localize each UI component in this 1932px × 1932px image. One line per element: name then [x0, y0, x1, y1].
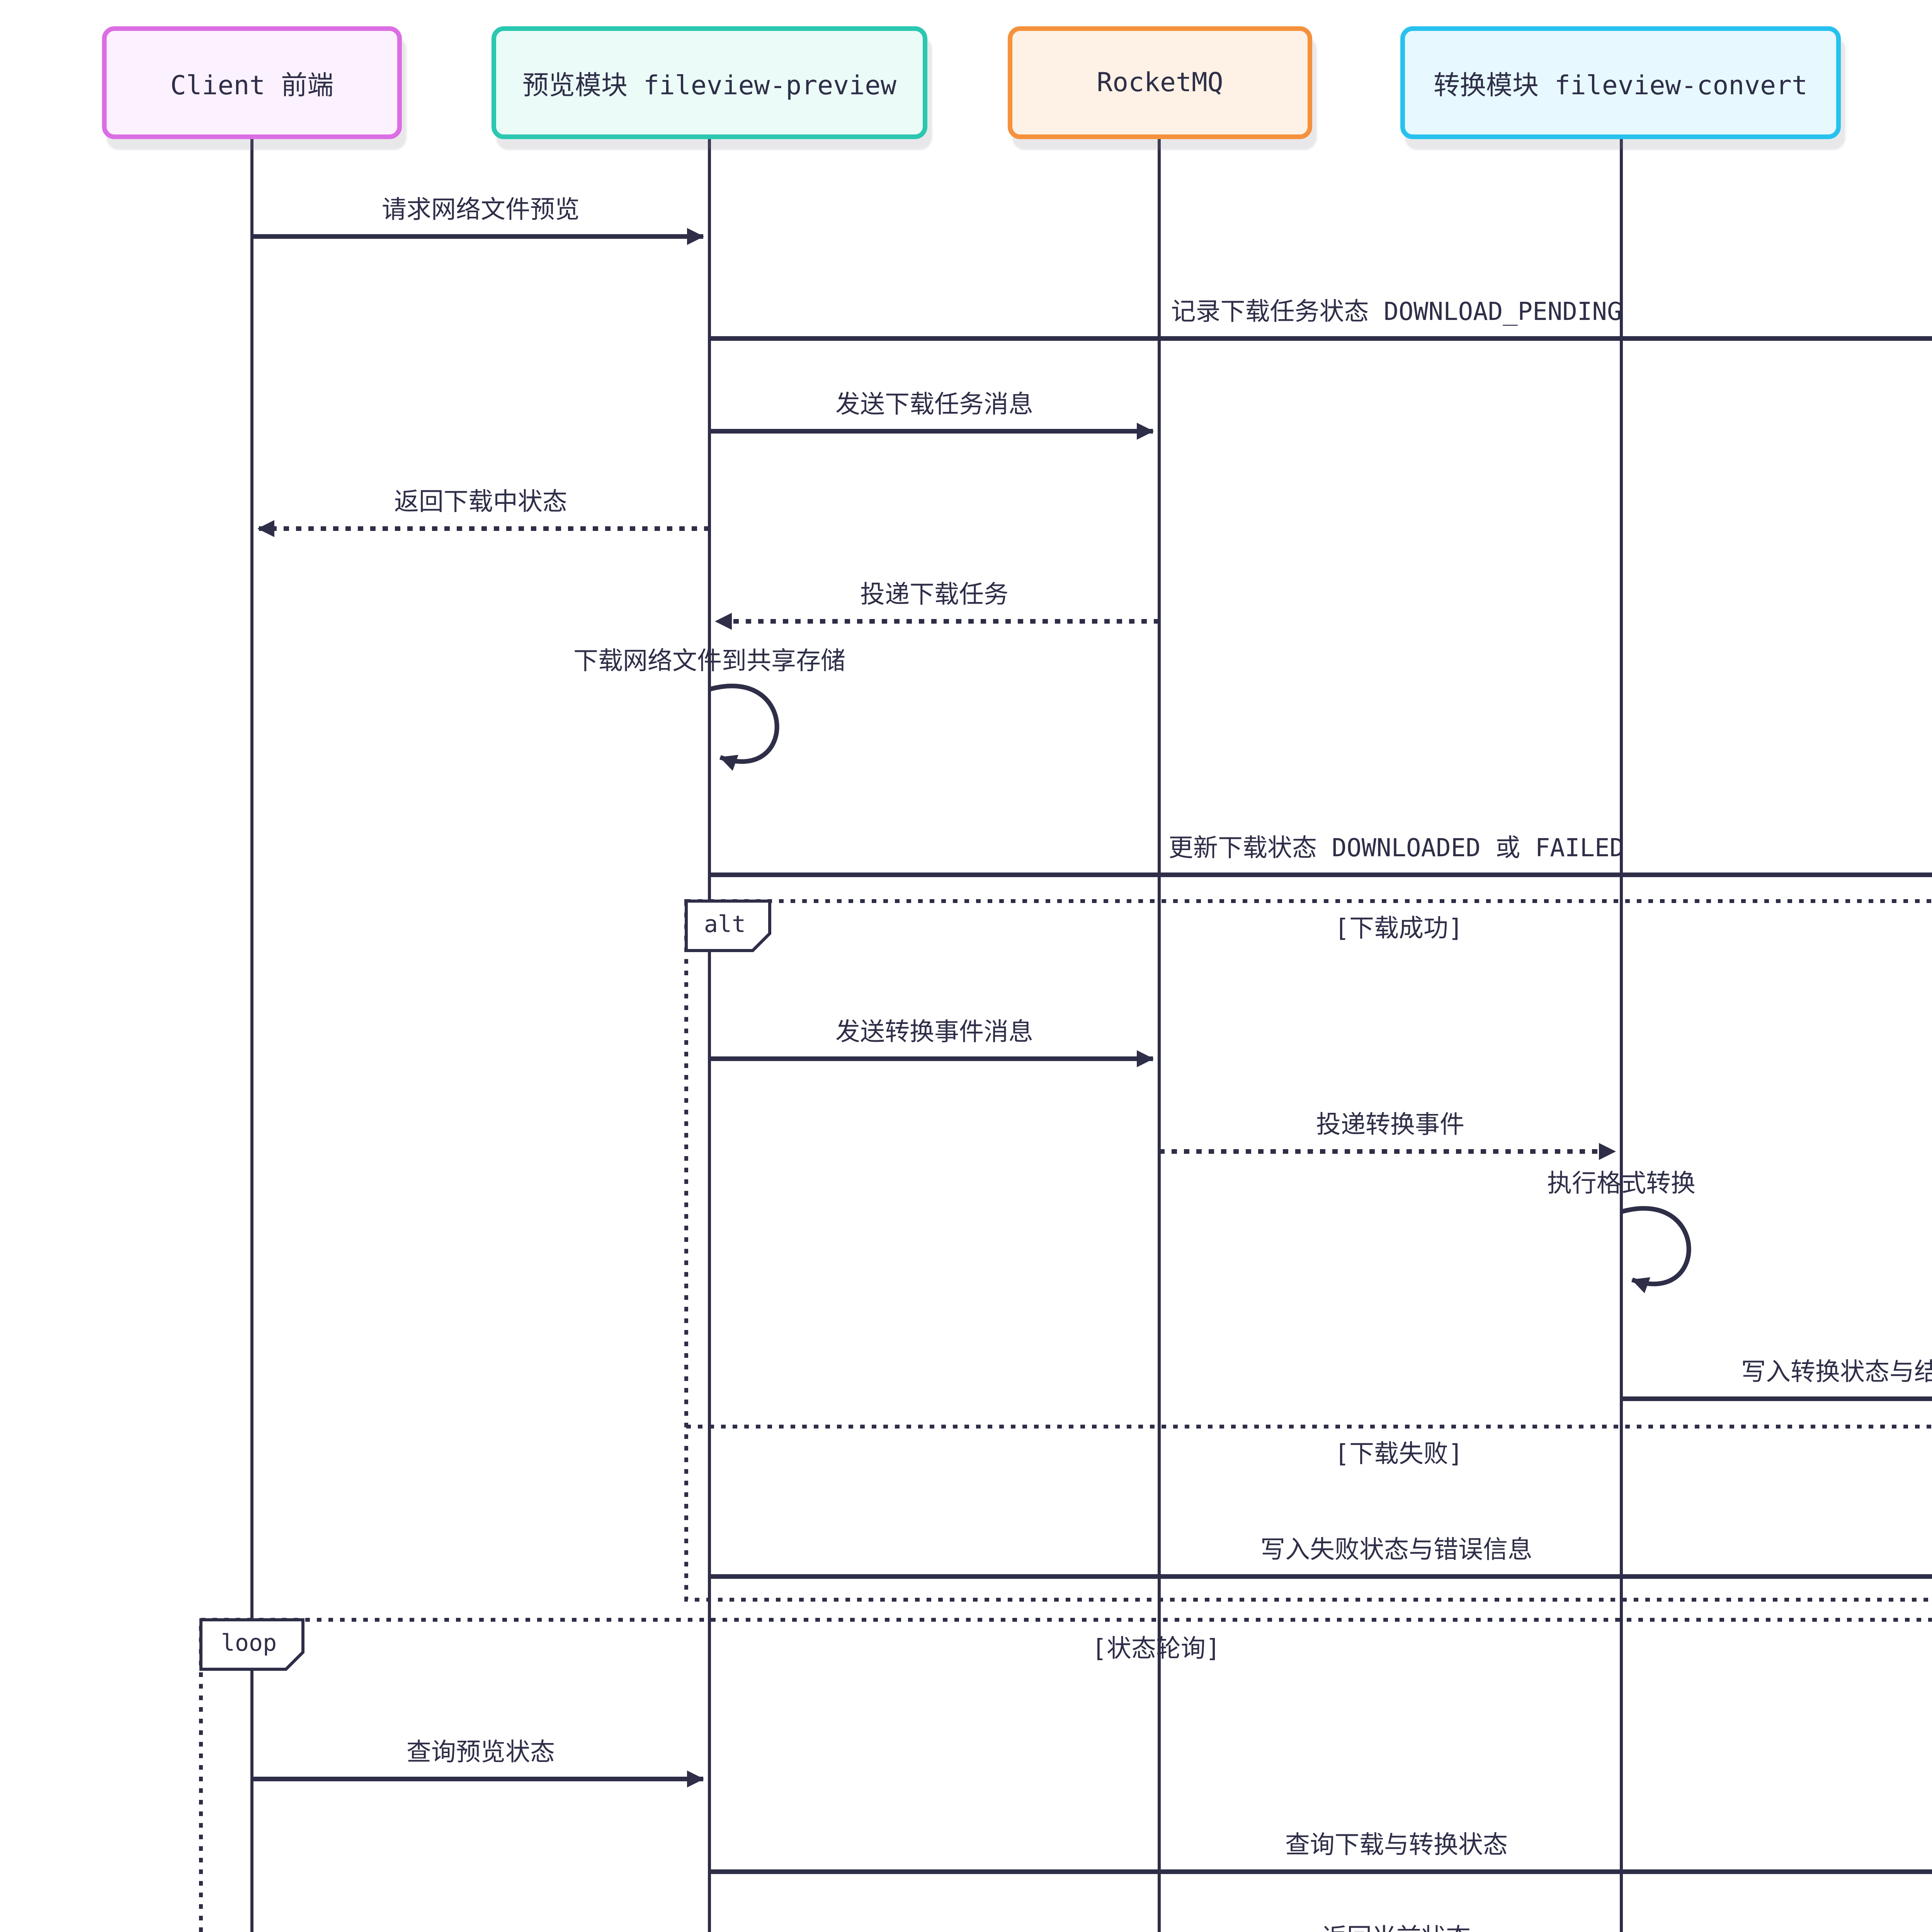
frame-tag-alt-download	[685, 900, 771, 952]
message-label-deliver-download: 投递下载任务	[860, 580, 1009, 609]
message-label-query-preview-status: 查询预览状态	[406, 1737, 555, 1767]
message-label-write-convert-result: 写入转换状态与结果	[1741, 1357, 1932, 1386]
message-label-record-pending: 记录下载任务状态 DOWNLOAD_PENDING	[1171, 297, 1622, 326]
frame-alt-download	[684, 899, 1932, 1602]
frame-tag-loop	[199, 1618, 304, 1671]
message-label-send-convert-event: 发送转换事件消息	[835, 1017, 1033, 1046]
selfloop-download-file	[709, 684, 779, 771]
message-label-update-download: 更新下载状态 DOWNLOADED 或 FAILED	[1168, 833, 1625, 862]
condition-download-failed: [下载失败]	[1334, 1439, 1463, 1468]
message-label-return-downloading: 返回下载中状态	[394, 487, 567, 516]
message-label-write-fail-info: 写入失败状态与错误信息	[1260, 1535, 1532, 1564]
message-label-deliver-convert: 投递转换事件	[1316, 1110, 1464, 1139]
participant-preview-top: 预览模块 fileview-preview	[492, 26, 927, 139]
message-label-send-download-task: 发送下载任务消息	[835, 389, 1033, 419]
frame-tag-label-alt-download: alt	[704, 910, 746, 938]
condition-download-success: [下载成功]	[1334, 913, 1463, 943]
frame-tag-label-loop: loop	[221, 1629, 277, 1657]
condition-status-polling: [状态轮询]	[1092, 1634, 1221, 1663]
frame-loop-polling	[199, 1618, 1932, 1932]
participant-convert-top: 转换模块 fileview-convert	[1400, 26, 1841, 139]
message-label-execute-convert: 执行格式转换	[1547, 1168, 1696, 1198]
message-label-query-status: 查询下载与转换状态	[1285, 1830, 1508, 1859]
message-label-return-current: 返回当前状态	[709, 1921, 1932, 1932]
message-label-request-preview: 请求网络文件预览	[381, 195, 580, 224]
selfloop-execute-convert	[1621, 1206, 1691, 1293]
message-label-download-to-storage: 下载网络文件到共享存储	[573, 646, 845, 675]
participant-rocketmq-top: RocketMQ	[1008, 26, 1312, 139]
participant-client-top: Client 前端	[102, 26, 402, 139]
